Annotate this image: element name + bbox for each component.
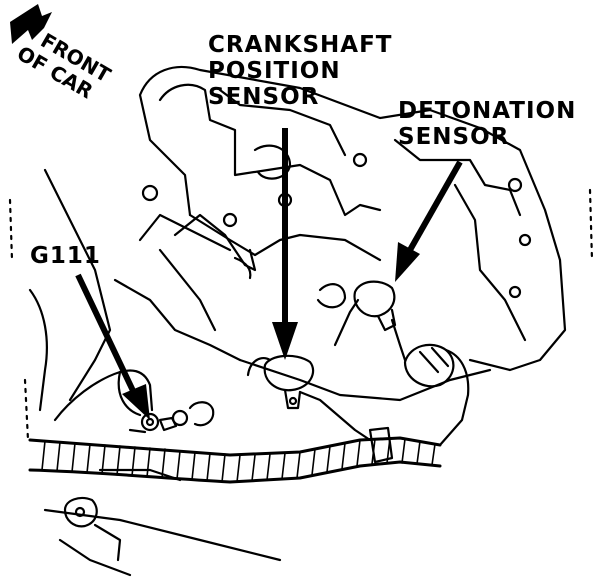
crankshaft-label-line3: SENSOR xyxy=(208,84,320,110)
ground-g111-label: G111 xyxy=(30,243,101,269)
detonation-arrowhead-icon xyxy=(395,242,420,282)
bolt xyxy=(352,152,368,168)
bolt xyxy=(518,233,532,247)
wiring-harness xyxy=(28,436,442,457)
sensor-connector xyxy=(403,343,455,388)
ground-stud xyxy=(158,416,178,432)
ground-bolt xyxy=(140,412,160,432)
front-arrow-icon xyxy=(10,4,52,44)
crankshaft-arrowhead-icon xyxy=(272,322,298,360)
ground-pointer xyxy=(75,273,138,397)
bolt xyxy=(222,212,238,228)
detonation-label-line2: SENSOR xyxy=(398,124,510,150)
detonation-pointer xyxy=(407,160,463,252)
bolt xyxy=(141,184,159,202)
bolt xyxy=(508,285,522,299)
engine-block xyxy=(138,65,567,372)
lower-bracket xyxy=(63,496,98,528)
crankshaft-sensor-label: CRANKSHAFT POSITION SENSOR xyxy=(208,32,392,110)
crankshaft-sensor xyxy=(263,354,315,392)
crankshaft-label-line2: POSITION xyxy=(208,58,341,84)
detonation-sensor xyxy=(353,280,396,318)
detonation-label-line1: DETONATION xyxy=(398,98,577,124)
bolt xyxy=(507,177,523,193)
crankshaft-label-line1: CRANKSHAFT xyxy=(208,32,393,58)
detonation-sensor-label: DETONATION SENSOR xyxy=(398,98,576,150)
ground-arrowhead-icon xyxy=(122,384,150,420)
